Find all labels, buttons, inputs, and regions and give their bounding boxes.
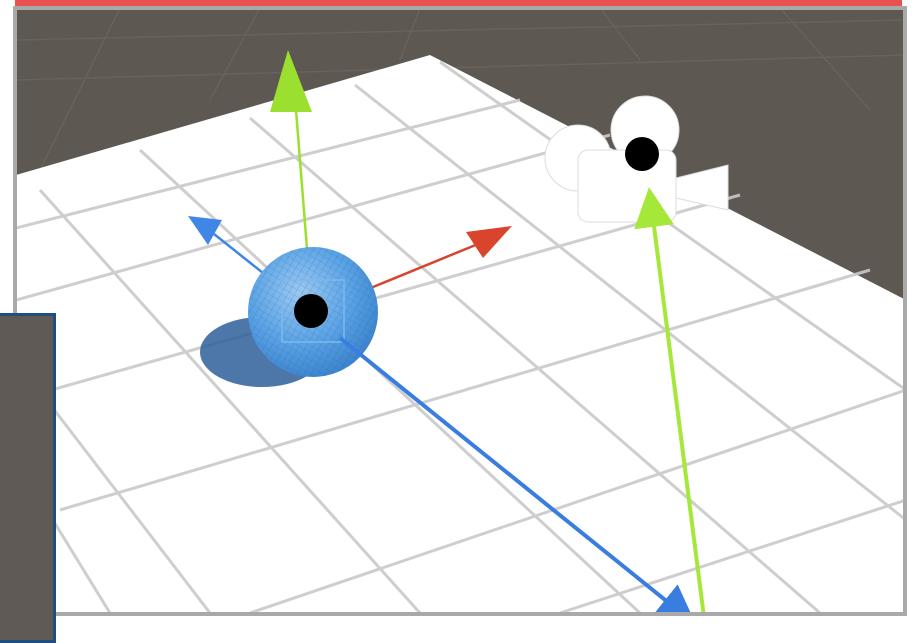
scene-viewport[interactable] [0,0,917,630]
side-panel[interactable] [0,313,56,643]
camera-pivot-dot [625,137,659,171]
scene-content [16,8,906,625]
scene-view[interactable] [0,0,917,630]
sphere-pivot-dot [294,294,328,328]
